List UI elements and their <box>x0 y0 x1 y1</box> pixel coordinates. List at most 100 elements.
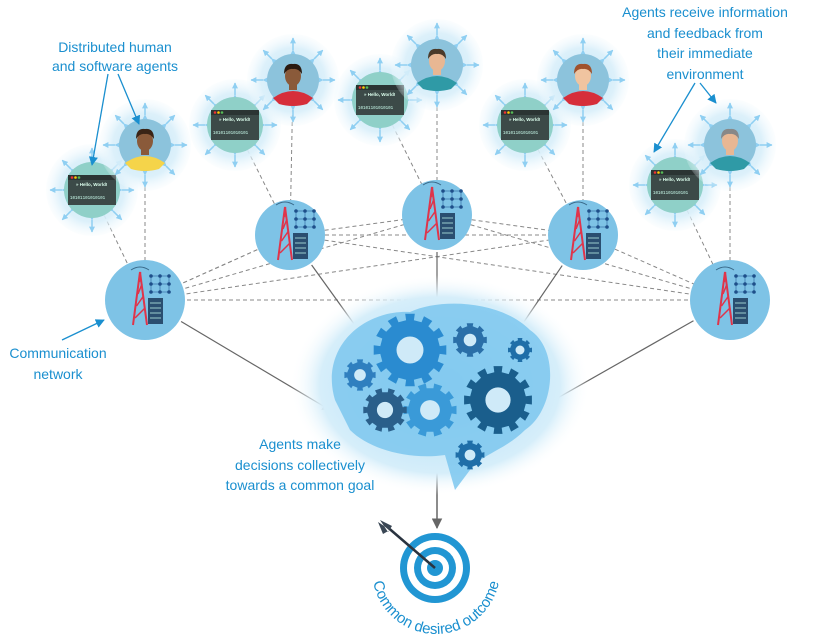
feedback-label-line: their immediate <box>657 45 753 61</box>
window-dot <box>365 86 369 89</box>
feedback-label-line: environment <box>666 66 743 82</box>
binary-text: 10101101010101 <box>358 107 394 111</box>
net-node <box>441 197 445 201</box>
feedback-arrow <box>598 49 614 65</box>
gear-icon <box>373 313 447 387</box>
feedback-arrow <box>552 95 568 111</box>
window-dot <box>503 111 507 114</box>
code-window-icon: » Hello, World!10101101010101 <box>356 85 404 115</box>
network-node-circle <box>690 260 770 340</box>
net-node <box>441 189 445 193</box>
network-link <box>144 234 584 301</box>
hair <box>574 63 592 74</box>
net-node <box>312 209 316 213</box>
person-icon <box>563 63 603 106</box>
code-window-icon: » Hello, World!10101101010101 <box>501 110 549 140</box>
feedback-arrow <box>61 205 77 221</box>
net-node <box>294 225 298 229</box>
net-node <box>441 205 445 209</box>
net-node <box>734 282 738 286</box>
server-icon <box>586 233 601 259</box>
net-node <box>450 197 454 201</box>
software-agent: » Hello, World!10101101010101 <box>479 79 571 171</box>
gear-hole <box>376 401 394 419</box>
tower-brace <box>426 222 438 234</box>
feedback-arrow <box>540 140 556 156</box>
window-dot <box>217 111 220 114</box>
radio-tower-icon <box>715 266 735 326</box>
window-dot <box>510 111 514 114</box>
tower-brace <box>282 218 288 230</box>
radio-tower-icon <box>568 201 588 261</box>
tower-brace <box>720 295 730 307</box>
arrow-fletching <box>378 520 392 534</box>
tower-brace <box>722 283 728 295</box>
net-node <box>303 225 307 229</box>
tower-brace <box>576 206 580 218</box>
code-window-icon: » Hello, World!10101101010101 <box>68 175 116 205</box>
net-node <box>734 274 738 278</box>
net-node <box>596 209 600 213</box>
neural-net-icon <box>587 209 609 229</box>
window-dot <box>213 111 217 114</box>
feedback-arrow <box>160 114 176 130</box>
feedback-arrow <box>61 159 77 175</box>
code-window-titlebar <box>68 175 116 180</box>
tower-brace <box>430 186 434 198</box>
net-node <box>294 209 298 213</box>
feedback-arrow <box>262 49 278 65</box>
tower-brace <box>427 210 437 222</box>
hair <box>136 128 154 139</box>
feedback-arrow <box>107 205 123 221</box>
gear-hole <box>485 387 511 413</box>
feedback-label-line: and feedback from <box>647 25 763 41</box>
gear-hole <box>396 336 424 364</box>
net-node <box>459 189 463 193</box>
hair <box>721 128 739 139</box>
shirt <box>125 156 165 171</box>
agents-label-line: and software agents <box>52 58 178 74</box>
net-node <box>167 274 171 278</box>
window-dot <box>358 86 362 89</box>
window-dot <box>507 111 510 114</box>
window-dot <box>660 171 664 174</box>
gear-icon <box>363 388 407 432</box>
neural-net-icon <box>734 274 756 294</box>
window-dot <box>74 176 77 179</box>
feedback-arrow <box>262 95 278 111</box>
net-node <box>752 274 756 278</box>
network-link <box>436 214 731 301</box>
net-node <box>743 282 747 286</box>
feedback-arrow <box>204 140 220 156</box>
neural-net-icon <box>294 209 316 229</box>
shirt <box>710 156 750 171</box>
face <box>575 66 591 86</box>
feedback-arrow <box>452 34 468 50</box>
tower-brace <box>723 271 727 283</box>
net-node <box>743 290 747 294</box>
shirt <box>273 91 313 106</box>
binary-text: 10101101010101 <box>503 132 539 136</box>
software-agent: » Hello, World!10101101010101 <box>629 139 721 231</box>
gear-hole <box>464 449 476 461</box>
code-window-icon: » Hello, World!10101101010101 <box>651 170 699 200</box>
feedback-arrow <box>114 160 130 176</box>
gear-icon <box>508 338 532 362</box>
net-node <box>743 274 747 278</box>
hair <box>284 63 302 74</box>
server-body <box>148 298 163 324</box>
net-node <box>158 274 162 278</box>
network-label: Communication network <box>9 345 106 382</box>
feedback-arrow <box>644 200 660 216</box>
feedback-arrow <box>452 80 468 96</box>
face <box>137 131 153 151</box>
net-node <box>303 217 307 221</box>
decisions-label-line: Agents make <box>259 436 341 452</box>
feedback-arrow <box>494 140 510 156</box>
nodes: » Hello, World!10101101010101 » Hello, Wo… <box>46 19 776 340</box>
network-node <box>105 260 185 340</box>
code-window-icon: » Hello, World!10101101010101 <box>211 110 259 140</box>
net-node <box>596 217 600 221</box>
neural-net-icon <box>149 274 171 294</box>
